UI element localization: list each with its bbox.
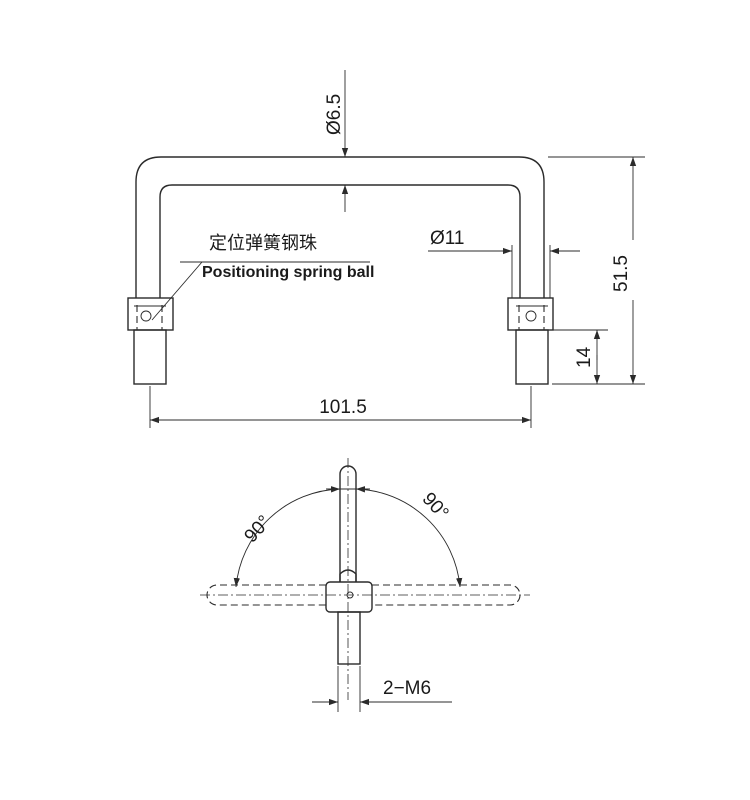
front-view: Ø6.5 Ø11 51.5 14 (127, 70, 645, 428)
hub-block (325, 581, 373, 613)
width-label: 101.5 (319, 397, 367, 418)
side-view: 90° 90° 2−M6 (200, 458, 530, 712)
height-dimension: 51.5 (548, 156, 645, 385)
height-label: 51.5 (611, 255, 632, 292)
right-angle-arc (355, 486, 463, 588)
width-dimension: 101.5 (149, 386, 532, 428)
ball-leader-line (151, 261, 203, 321)
thread-length-label: 14 (574, 346, 595, 368)
spring-ball-label-cn: 定位弹簧钢珠 (209, 233, 317, 254)
handle-inner-outline (159, 184, 521, 298)
handle-outer-outline (135, 156, 545, 298)
spring-ball-label-en: Positioning spring ball (202, 264, 374, 281)
left-angle-label: 90° (240, 512, 275, 547)
thread-length-dimension: 14 (552, 329, 608, 384)
rod-diameter-label: Ø6.5 (324, 94, 345, 135)
thread-size-dimension: 2−M6 (312, 666, 452, 712)
left-mount (127, 297, 174, 385)
right-mount (507, 297, 554, 385)
left-angle-arc (233, 486, 341, 588)
spring-ball-right (525, 310, 537, 322)
hub-hole (346, 591, 354, 599)
mount-diameter-label: Ø11 (430, 228, 465, 249)
folded-right-handle (372, 584, 521, 606)
mount-diameter-dimension: Ø11 (428, 228, 580, 298)
right-mount-block (507, 297, 554, 331)
spring-ball-left (140, 310, 152, 322)
hub-neck (339, 569, 357, 582)
side-thread-stud (337, 611, 361, 665)
right-angle-label: 90° (418, 489, 453, 524)
thread-size-label: 2−M6 (383, 678, 431, 699)
left-thread-stud (133, 329, 167, 385)
rod-diameter-dimension: Ø6.5 (324, 70, 349, 212)
right-thread-stud (515, 329, 549, 385)
